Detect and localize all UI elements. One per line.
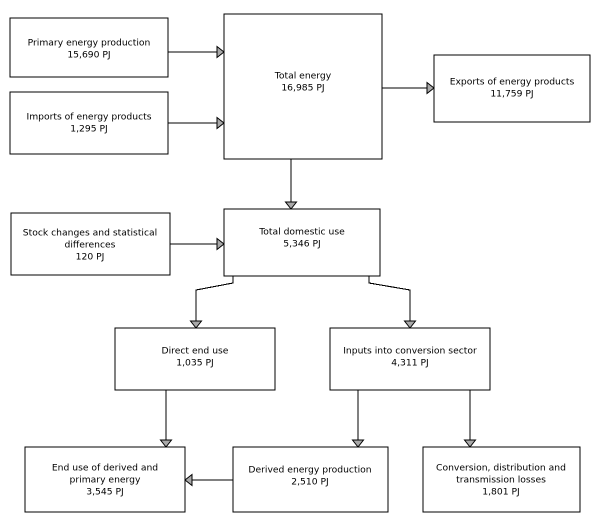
node-total-energy[interactable]: Total energy 16,985 PJ (223, 13, 383, 160)
node-label-line-1: Conversion, distribution and (436, 463, 566, 474)
node-label: Total domestic use (258, 227, 345, 238)
node-value: 11,759 PJ (490, 89, 533, 100)
edge-stock-to-domestic (170, 237, 225, 251)
node-primary-energy-production[interactable]: Primary energy production 15,690 PJ (9, 17, 169, 78)
node-label: Total energy (274, 71, 332, 82)
edge-total-to-exports (382, 81, 435, 95)
node-value: 1,801 PJ (482, 487, 519, 498)
node-value: 3,545 PJ (86, 487, 123, 498)
node-imports-of-energy-products[interactable]: Imports of energy products 1,295 PJ (9, 91, 169, 155)
node-derived-energy-production[interactable]: Derived energy production 2,510 PJ (232, 446, 389, 513)
node-value: 4,311 PJ (391, 358, 428, 369)
node-exports-of-energy-products[interactable]: Exports of energy products 11,759 PJ (433, 54, 591, 123)
edge-imports-to-total (168, 116, 225, 130)
node-end-use-of-derived-and-primary-energy[interactable]: End use of derived and primary energy 3,… (24, 446, 186, 513)
edge-direct-to-enduse (159, 390, 173, 448)
node-box[interactable] (433, 54, 591, 123)
node-label: Imports of energy products (26, 112, 151, 123)
node-total-domestic-use[interactable]: Total domestic use 5,346 PJ (223, 208, 381, 277)
node-value: 16,985 PJ (281, 83, 324, 94)
node-label-line-2: primary energy (70, 475, 141, 486)
edge-inputs-to-losses (463, 390, 477, 448)
edge-total-to-domestic (284, 159, 298, 210)
node-value: 15,690 PJ (67, 50, 110, 61)
edge-domestic-to-direct (189, 276, 234, 329)
edge-primary-to-total (168, 45, 225, 59)
node-label-line-1: End use of derived and (52, 463, 158, 474)
node-value: 120 PJ (76, 252, 105, 263)
node-box[interactable] (9, 17, 169, 78)
node-value: 5,346 PJ (283, 239, 320, 250)
node-box[interactable] (223, 13, 383, 160)
node-direct-end-use[interactable]: Direct end use 1,035 PJ (114, 327, 276, 391)
node-label: Primary energy production (28, 38, 151, 49)
node-box[interactable] (329, 327, 491, 391)
node-box[interactable] (422, 446, 581, 513)
node-label: Inputs into conversion sector (343, 346, 477, 357)
edge-domestic-to-inputs (368, 276, 417, 329)
edge-derived-to-enduse (184, 473, 233, 487)
node-label-line-1: Stock changes and statistical (23, 228, 157, 239)
node-inputs-into-conversion-sector[interactable]: Inputs into conversion sector 4,311 PJ (329, 327, 491, 391)
node-value: 1,035 PJ (176, 358, 213, 369)
node-box[interactable] (10, 212, 171, 276)
node-box[interactable] (24, 446, 186, 513)
node-box[interactable] (232, 446, 389, 513)
node-label-line-2: transmission losses (456, 475, 546, 486)
edge-inputs-to-derived (351, 390, 365, 448)
node-label: Derived energy production (248, 465, 371, 476)
node-value: 1,295 PJ (70, 124, 107, 135)
node-stock-changes-and-statistical-differences[interactable]: Stock changes and statistical difference… (10, 212, 171, 276)
node-label: Exports of energy products (450, 77, 575, 88)
node-conversion-distribution-and-transmission-losses[interactable]: Conversion, distribution and transmissio… (422, 446, 581, 513)
node-box[interactable] (223, 208, 381, 277)
node-label: Direct end use (162, 346, 229, 357)
node-box[interactable] (9, 91, 169, 155)
node-value: 2,510 PJ (291, 477, 328, 488)
node-box[interactable] (114, 327, 276, 391)
node-label-line-2: differences (65, 240, 116, 251)
